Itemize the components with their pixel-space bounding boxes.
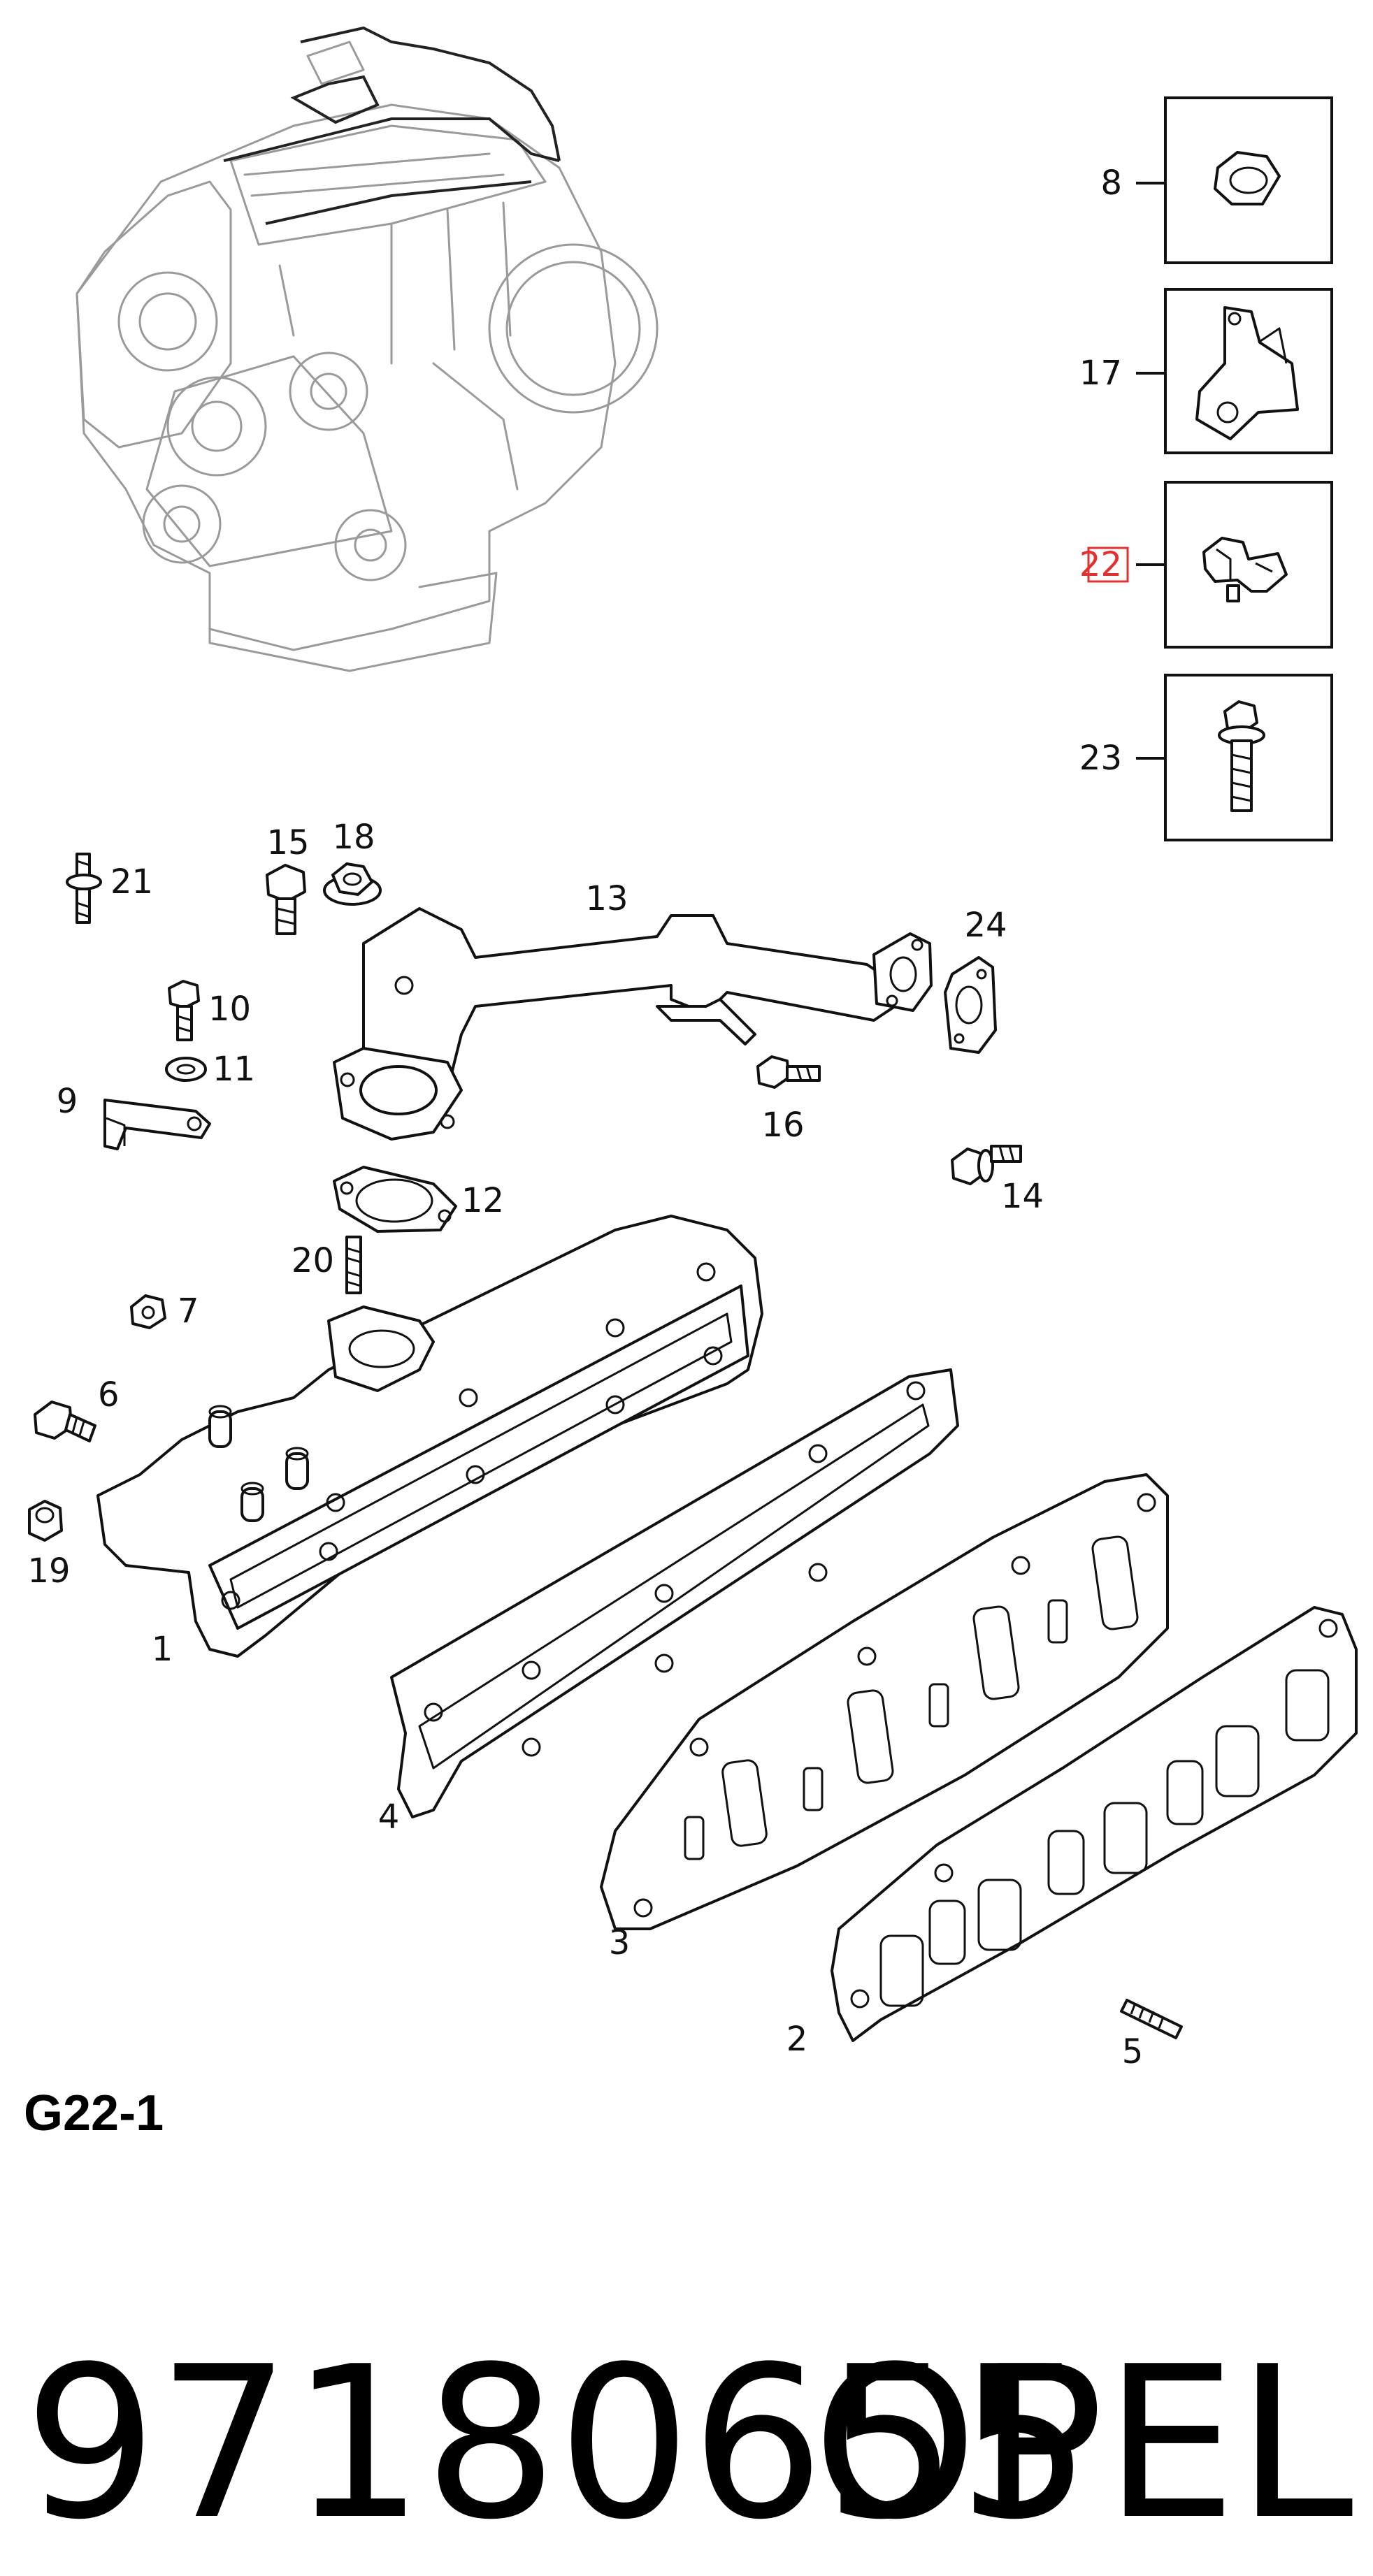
manifold-gasket-part-2: 2 [786,1606,1358,2059]
callout-1: 1 [152,1630,173,1669]
stud-part-5: 5 [1120,1999,1183,2071]
gasket-part-12: 12 [333,1166,504,1233]
callout-20: 20 [292,1241,334,1280]
egr-pipe-part-13: 13 [333,879,933,1141]
manifold-gasket-part-4: 4 [378,1368,959,1837]
callout-9: 9 [57,1082,78,1121]
exhaust-manifold-part-1: 1 [96,1215,763,1669]
stud-part-21: 21 [66,853,153,924]
part-number: 97180655 [24,2322,1091,2566]
inset-callout-8: 8 [1100,164,1122,203]
gasket-part-24: 24 [944,906,1007,1054]
shield-part-9: 9 [57,1082,211,1150]
callout-19: 19 [27,1551,70,1591]
washer-part-11: 11 [165,1050,255,1089]
callout-6: 6 [98,1375,120,1414]
nut-part-18: 18 [323,818,382,906]
inset-item-23: 23 [1079,674,1333,841]
inset-item-8: 8 [1100,96,1333,264]
callout-11: 11 [213,1050,255,1089]
section-code: G22-1 [24,2085,164,2141]
callout-4: 4 [378,1797,400,1837]
callout-14: 14 [1001,1177,1044,1216]
callout-24: 24 [964,906,1007,945]
callout-13: 13 [585,879,628,918]
nut-icon [1214,151,1281,205]
nut-part-7: 7 [130,1291,199,1331]
nut-part-19: 19 [27,1500,71,1591]
callout-7: 7 [178,1291,199,1331]
callout-18: 18 [332,818,375,857]
flange-bolt-icon [1218,700,1265,812]
manifold-gasket-part-3: 3 [600,1473,1169,1962]
engine-overview-illustration [76,26,659,672]
callout-16: 16 [761,1106,804,1145]
highlight-box [1087,547,1129,583]
inset-callout-17: 17 [1079,354,1122,393]
inset-item-22: 22 [1079,481,1333,649]
stud-part-20: 20 [292,1236,362,1294]
inset-item-17: 17 [1079,288,1333,454]
bolt-part-14: 14 [951,1145,1044,1216]
bolt-part-16: 16 [756,1055,821,1145]
clip-icon [1202,537,1288,602]
bracket-icon [1195,306,1299,440]
callout-10: 10 [208,990,251,1029]
bolt-part-6: 6 [34,1375,120,1442]
callout-5: 5 [1122,2032,1144,2071]
bolt-part-10: 10 [168,980,251,1041]
inset-callout-22: 22 [1079,545,1122,584]
bolt-part-15: 15 [266,823,310,935]
callout-3: 3 [609,1923,631,1962]
inset-callout-23: 23 [1079,739,1122,778]
callout-15: 15 [266,823,309,862]
callout-21: 21 [110,862,153,902]
brand-name: OPEL [812,2322,1354,2566]
callout-12: 12 [461,1181,504,1220]
callout-2: 2 [786,2020,808,2059]
